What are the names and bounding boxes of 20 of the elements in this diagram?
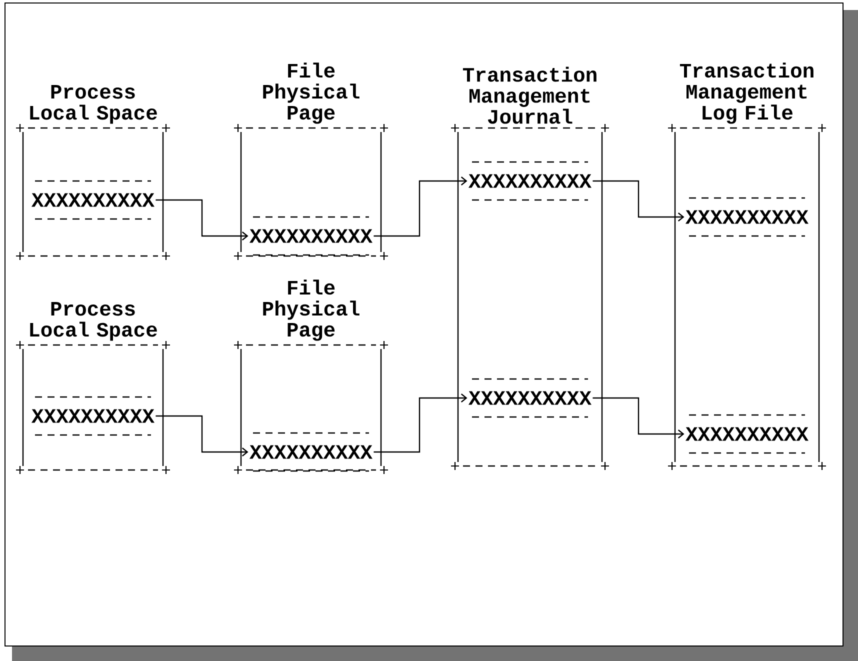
arrow <box>374 176 468 237</box>
arrow <box>592 180 684 222</box>
box-heading: File Physical Page <box>263 62 360 124</box>
record-entry: XXXXXXXXXX <box>686 414 808 454</box>
box-heading: File Physical Page <box>263 280 360 341</box>
arrow <box>374 394 468 453</box>
record-entry: XXXXXXXXXX <box>32 396 154 436</box>
record-entry: XXXXXXXXXX <box>250 216 372 256</box>
box-heading: Process Local Space <box>30 302 157 341</box>
record-entry: XXXXXXXXXX <box>686 197 808 237</box>
box-heading: Transaction Management Log File <box>680 62 814 124</box>
record-entry: XXXXXXXXXX <box>32 180 154 220</box>
arrow <box>156 199 248 240</box>
box-heading: Transaction Management Journal <box>462 66 596 124</box>
arrow <box>592 397 684 438</box>
record-entry: XXXXXXXXXX <box>468 378 592 418</box>
arrow <box>156 415 248 456</box>
box-heading: Process Local Space <box>30 85 157 124</box>
record-entry: XXXXXXXXXX <box>468 161 592 201</box>
record-entry: XXXXXXXXXX <box>250 432 372 472</box>
